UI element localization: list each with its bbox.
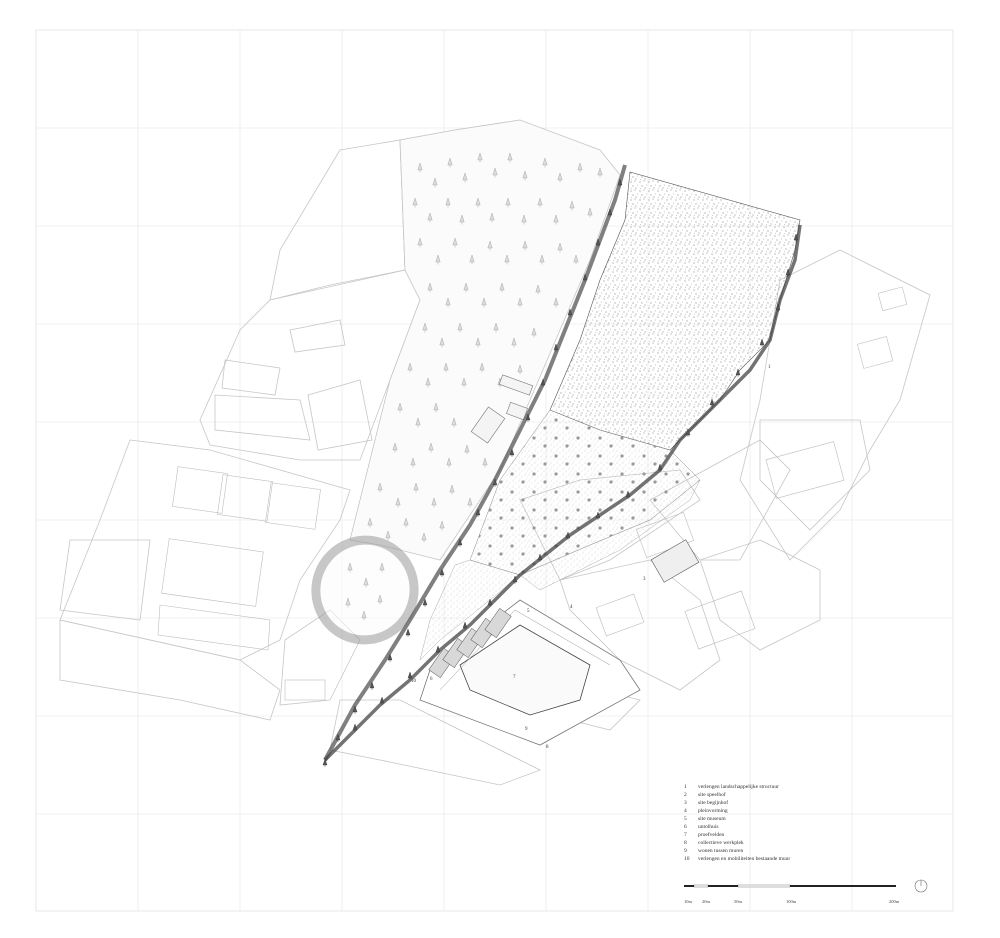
scale-label: 10m — [684, 899, 693, 904]
site-number-3: 3 — [643, 577, 646, 582]
scale-label: 50m — [734, 899, 743, 904]
site-number-10: 10 — [411, 679, 417, 684]
site-number-1: 1 — [768, 365, 771, 370]
scale-label: 100m — [786, 899, 797, 904]
site-numbers: 1 3 4 5 7 8 9 10 6 — [411, 365, 771, 750]
landscape-structure — [322, 164, 802, 768]
orchard-field — [419, 409, 701, 661]
site-museum-complex — [419, 539, 700, 746]
site-number-9: 9 — [525, 727, 528, 732]
scale-label: 20m — [702, 899, 711, 904]
north-arrow-icon — [914, 879, 928, 893]
site-number-6: 6 — [430, 677, 433, 682]
site-number-7: 7 — [513, 675, 516, 680]
site-number-4: 4 — [570, 605, 573, 610]
scale-label: 200m — [889, 899, 900, 904]
athletics-track — [311, 535, 419, 645]
forest-buildings — [470, 374, 534, 444]
scale-bar — [684, 884, 896, 888]
forest — [349, 119, 621, 561]
site-number-8: 8 — [546, 745, 549, 750]
site-number-5: 5 — [527, 609, 530, 614]
